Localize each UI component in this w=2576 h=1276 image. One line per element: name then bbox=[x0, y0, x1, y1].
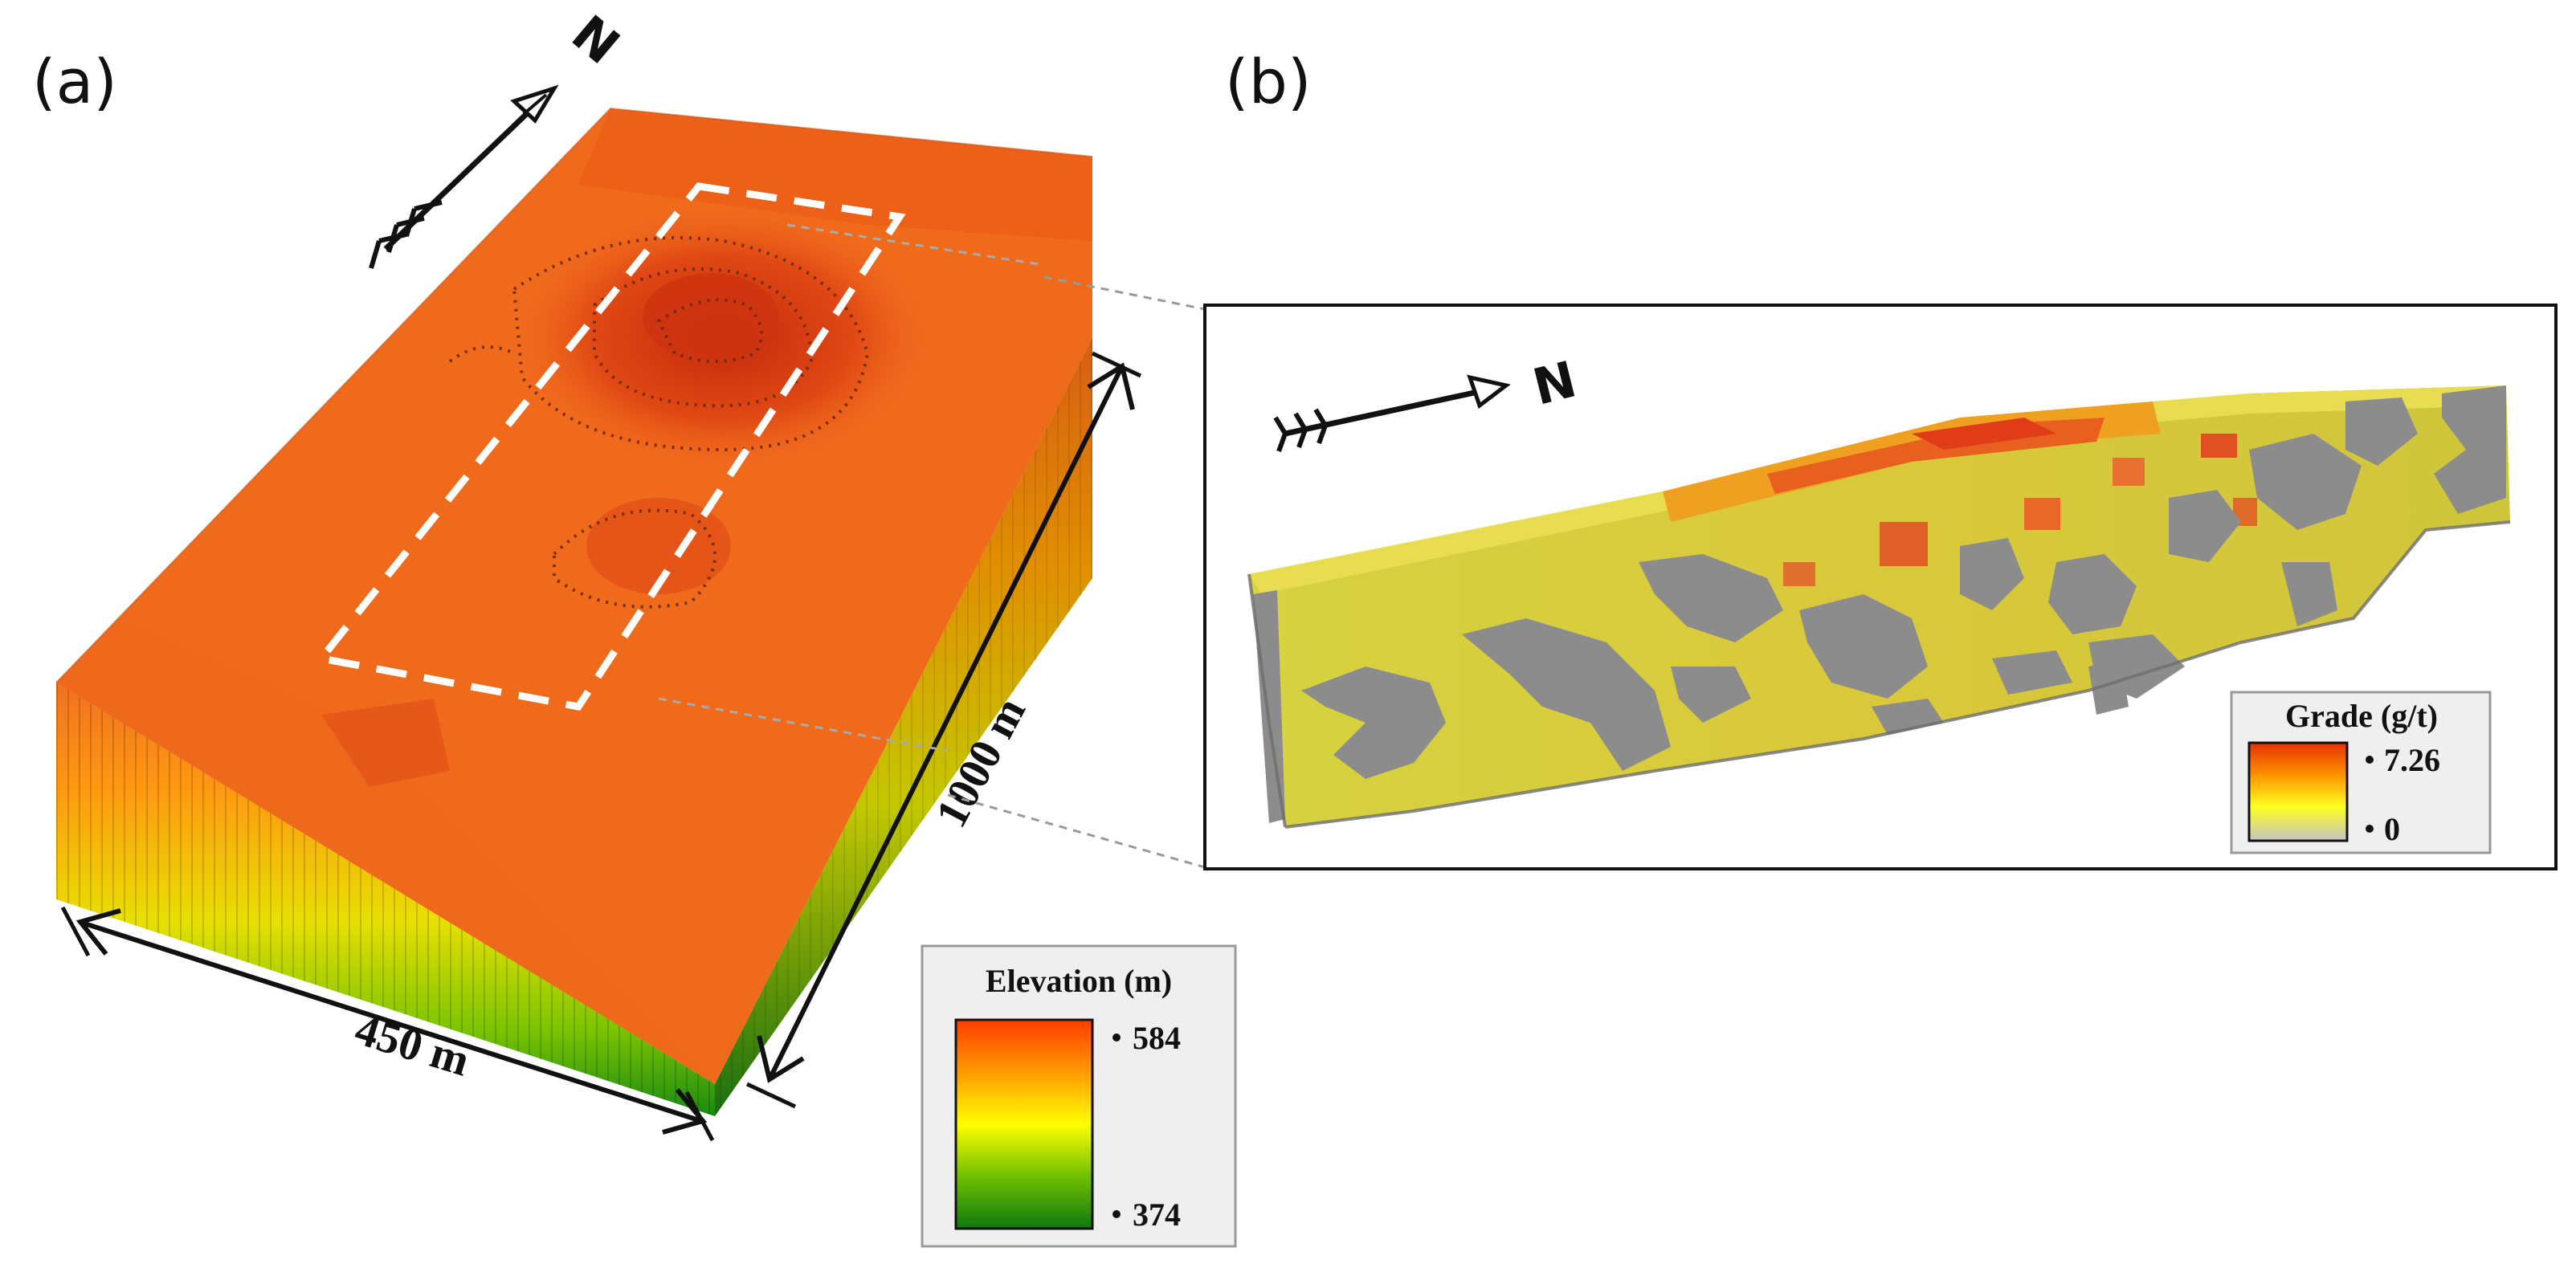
grade-colorbar bbox=[2247, 741, 2349, 842]
grade-min-label: 0 bbox=[2384, 811, 2400, 847]
north-arrow-b: N bbox=[1273, 349, 1582, 453]
grade-max-label: 7.26 bbox=[2384, 742, 2440, 778]
contour-lines bbox=[448, 236, 870, 609]
elevation-legend: Elevation (m) 584 374 bbox=[921, 944, 1237, 1248]
elevation-max-label: 584 bbox=[1133, 1020, 1181, 1056]
grade-legend: Grade (g/t) 7.26 0 bbox=[2230, 691, 2492, 854]
panel-a-label: (a) bbox=[32, 46, 117, 117]
void-regions bbox=[1253, 385, 2506, 823]
elevation-min-label: 374 bbox=[1133, 1197, 1181, 1233]
elevation-legend-title: Elevation (m) bbox=[986, 963, 1172, 999]
ore-body bbox=[1247, 385, 2511, 829]
panel-b-label: (b) bbox=[1225, 46, 1312, 117]
grade-legend-title: Grade (g/t) bbox=[2285, 698, 2438, 734]
block-model bbox=[55, 107, 1093, 1116]
subarea-outline bbox=[314, 182, 906, 711]
zoom-leader-lines bbox=[658, 223, 1206, 869]
north-label-a: N bbox=[561, 4, 631, 75]
elevation-colorbar bbox=[954, 1018, 1094, 1230]
